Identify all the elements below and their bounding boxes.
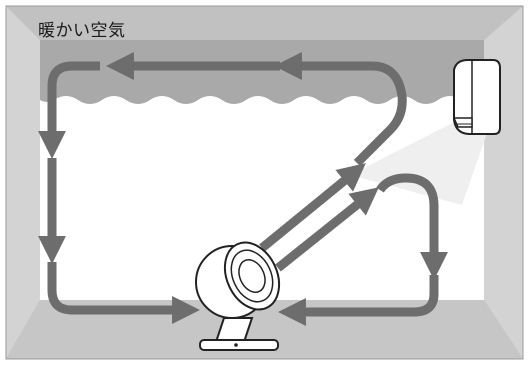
air-conditioner-icon	[452, 59, 501, 135]
arrow-right-loop	[376, 173, 448, 280]
arrow-loop-top	[274, 52, 407, 167]
arrow-floor-right	[47, 262, 200, 324]
circulation-arrows	[38, 52, 448, 326]
warm-air-band	[40, 40, 484, 104]
right-wall	[484, 6, 523, 359]
circulator-fan-icon	[195, 241, 281, 351]
arrow-jet-upper	[259, 163, 366, 252]
ceiling	[6, 6, 523, 40]
warm-air-label: 暖かい空気	[38, 21, 126, 41]
arrow-floor-left	[278, 275, 439, 326]
arrow-jet-lower	[275, 187, 379, 272]
left-wall	[6, 6, 40, 359]
arrow-left-top	[38, 61, 100, 159]
